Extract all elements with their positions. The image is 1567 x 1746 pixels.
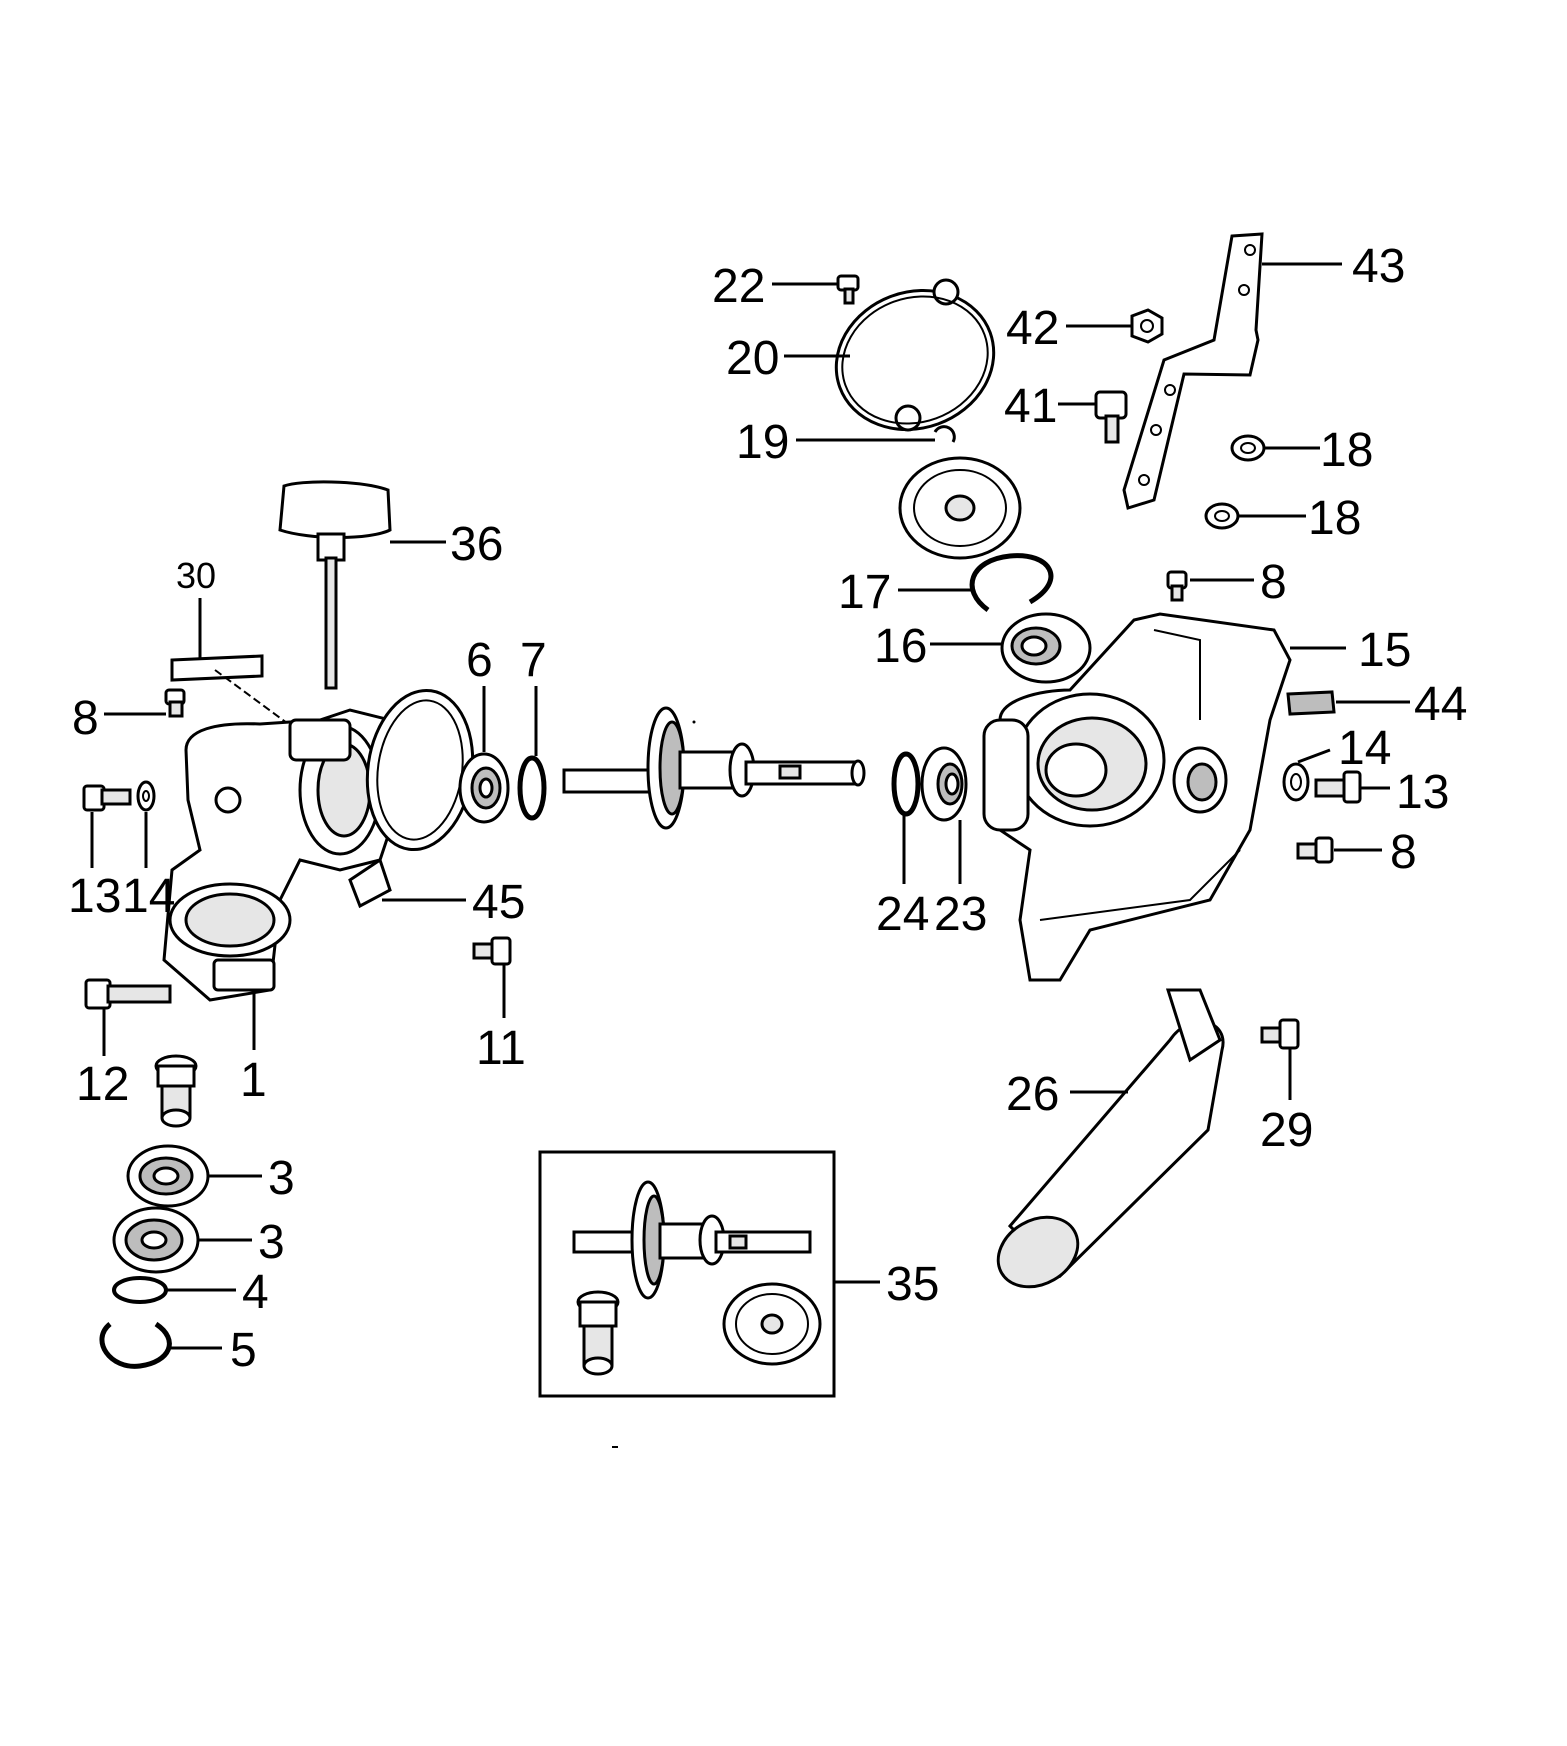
callout-8-left: 8 [72, 692, 99, 745]
spindle [154, 1054, 198, 1128]
kit-shaft [572, 1180, 812, 1300]
callout-22: 22 [712, 260, 765, 313]
callout-30: 30 [176, 555, 216, 596]
callout-15: 15 [1358, 624, 1411, 677]
callout-18b: 18 [1308, 492, 1361, 545]
screw-22 [836, 274, 860, 305]
callout-45: 45 [472, 876, 525, 929]
callout-13b: 13 [1396, 766, 1449, 819]
callout-29: 29 [1260, 1104, 1313, 1157]
circlip-17 [969, 553, 1054, 613]
callout-43: 43 [1352, 240, 1405, 293]
callout-26: 26 [1006, 1068, 1059, 1121]
kit-box-35 [538, 1150, 836, 1398]
leader-14b [1297, 748, 1331, 764]
callout-20: 20 [726, 332, 779, 385]
callout-11: 11 [476, 1022, 526, 1075]
callout-8-top: 8 [1260, 556, 1287, 609]
bolt-41 [1094, 390, 1128, 444]
bracket-43 [1122, 232, 1264, 510]
callout-18a: 18 [1320, 424, 1373, 477]
label-30 [170, 654, 311, 741]
callout-42: 42 [1006, 302, 1059, 355]
callout-35: 35 [886, 1258, 939, 1311]
gasket-45 [348, 688, 475, 909]
cover-plate-20 [834, 278, 996, 432]
callout-17: 17 [838, 566, 891, 619]
callout-13a: 13 [68, 870, 121, 923]
guard-26 [996, 988, 1225, 1289]
callout-16: 16 [874, 620, 927, 673]
plate-44 [1286, 690, 1336, 716]
bolt-12 [84, 978, 172, 1010]
washer-18b [1204, 502, 1240, 530]
washer-14a [136, 780, 156, 812]
grease-nipple-8-top [1166, 570, 1188, 602]
main-shaft [562, 706, 866, 830]
callout-1: 1 [240, 1054, 267, 1107]
gearbox-housing-1 [162, 708, 402, 1002]
bolt-8-right [1296, 836, 1334, 864]
callout-7: 7 [520, 634, 547, 687]
circlip-24 [891, 751, 921, 817]
stray-dot [692, 720, 696, 724]
bearing-3b [112, 1206, 200, 1274]
e-clip-19 [933, 425, 956, 443]
nut-42 [1130, 308, 1164, 344]
knob-36 [278, 480, 392, 690]
callout-14b: 14 [1338, 722, 1391, 775]
callout-4: 4 [242, 1266, 269, 1319]
ring-4 [112, 1276, 168, 1304]
kit-spindle [576, 1290, 620, 1376]
grease-nipple-8-left [164, 688, 186, 718]
bolt-11 [472, 936, 512, 966]
callout-36: 36 [450, 518, 503, 571]
callout-3a: 3 [268, 1152, 295, 1205]
callout-24: 24 [876, 888, 929, 941]
kit-disc [722, 1282, 822, 1366]
callout-14a: 14 [122, 870, 175, 923]
callout-3b: 3 [258, 1216, 285, 1269]
washer-18a [1230, 434, 1266, 462]
callout-44: 44 [1414, 678, 1467, 731]
bolt-29 [1260, 1018, 1300, 1050]
callout-23: 23 [934, 888, 987, 941]
circlip-7 [517, 755, 547, 821]
bearing-6 [458, 752, 510, 824]
callout-12: 12 [76, 1058, 129, 1111]
callout-8-right: 8 [1390, 826, 1417, 879]
callout-5: 5 [230, 1324, 257, 1377]
bearing-3a [126, 1144, 210, 1208]
circlip-5 [99, 1321, 172, 1369]
callout-6: 6 [466, 634, 493, 687]
gear-housing-15 [982, 612, 1292, 982]
bolt-13a [82, 784, 132, 812]
callout-41: 41 [1004, 380, 1057, 433]
washer-14b [1282, 762, 1310, 802]
callout-19: 19 [736, 416, 789, 469]
bearing-16 [1000, 612, 1092, 684]
bearing-23 [920, 746, 968, 822]
gear-disc [898, 456, 1022, 560]
bolt-13b [1314, 770, 1362, 804]
